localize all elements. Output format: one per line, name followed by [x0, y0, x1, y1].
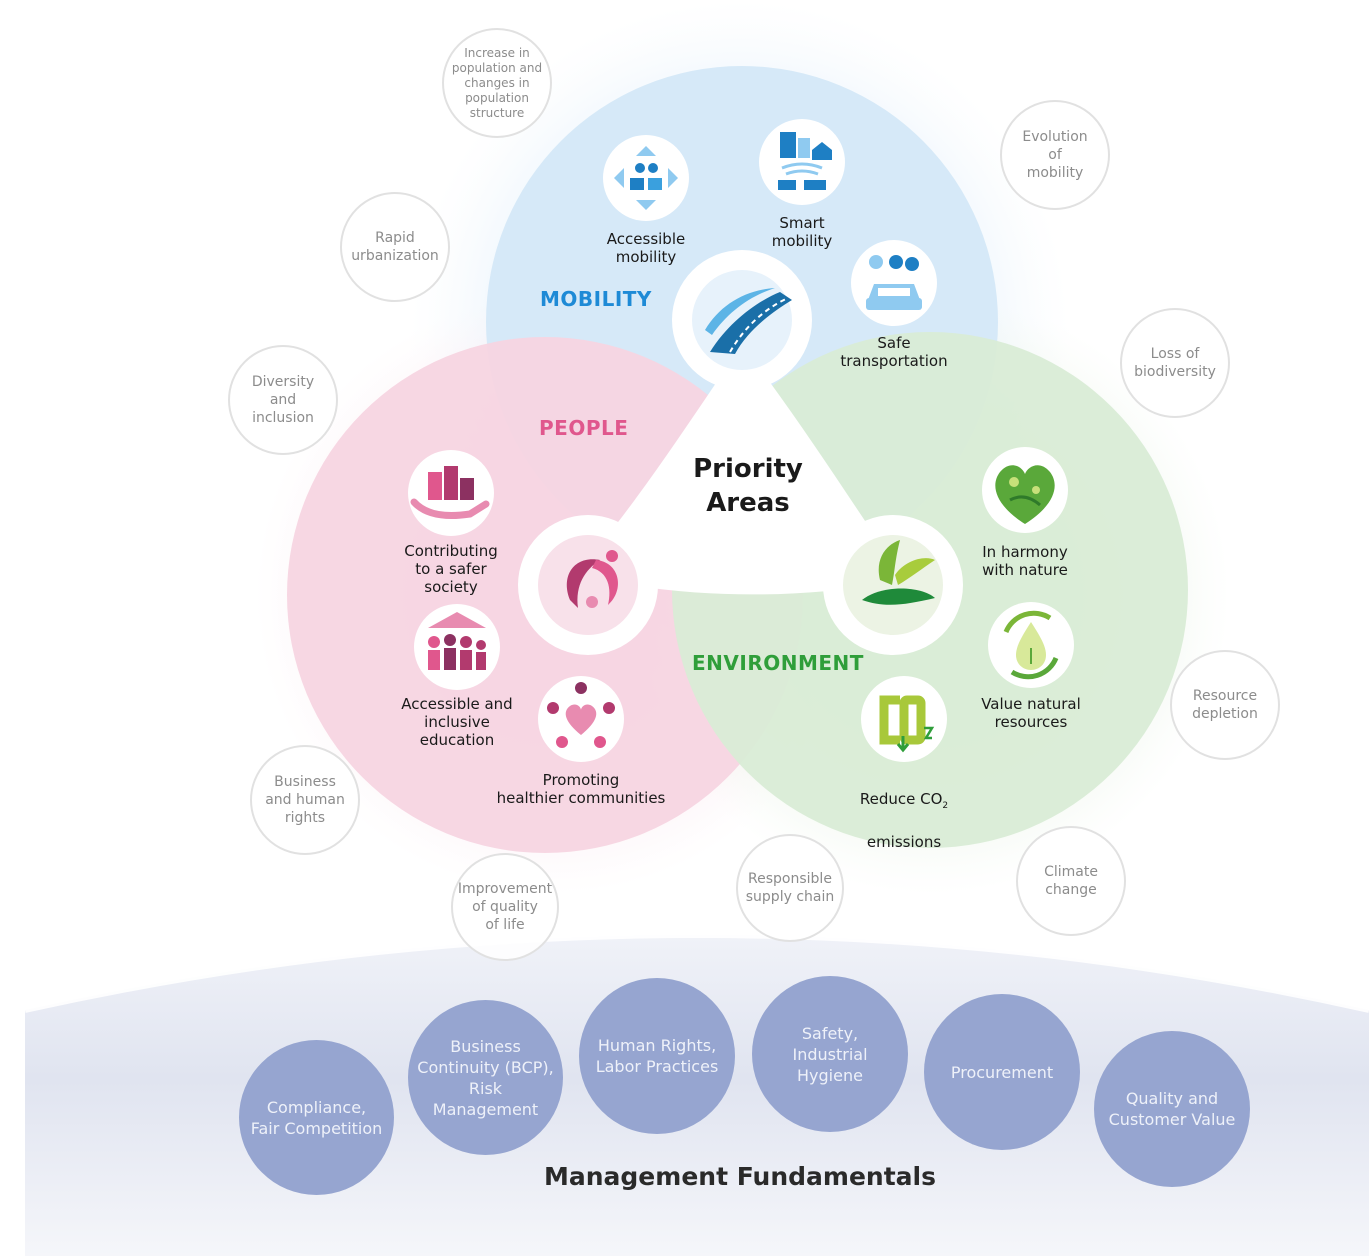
- reduce-co2-label-sub: 2: [942, 801, 949, 811]
- issue-rapid-urbanization-text: Rapid urbanization: [351, 230, 439, 264]
- accessible-mobility-label: Accessible mobility: [606, 230, 686, 266]
- mobility-road-icon: [705, 288, 792, 354]
- fundamental-safety-hygiene-text: Safety, Industrial Hygiene: [792, 1023, 868, 1085]
- fundamental-quality-customer: Quality and Customer Value: [1094, 1031, 1250, 1187]
- natural-resources-art: [988, 602, 1074, 688]
- co2-art: [861, 676, 947, 762]
- issue-loss-of-biodiversity-text: Loss of biodiversity: [1134, 346, 1216, 380]
- environment-sprout-icon: [862, 540, 935, 605]
- fundamental-compliance-text: Compliance, Fair Competition: [250, 1097, 383, 1138]
- issue-responsible-supply-chain-text: Responsible supply chain: [745, 871, 835, 905]
- issue-population-text: Increase in population and changes in po…: [451, 45, 543, 120]
- priority-areas-title: Priority Areas: [693, 454, 803, 518]
- environment-label: ENVIRONMENT: [692, 651, 864, 675]
- reduce-co2-label: Reduce CO2 emissions: [844, 772, 964, 851]
- issue-business-human-rights-text: Business and human rights: [265, 774, 345, 826]
- healthier-communities-art: [538, 676, 624, 762]
- issue-rapid-urbanization: Rapid urbanization: [340, 192, 450, 302]
- issue-loss-of-biodiversity: Loss of biodiversity: [1120, 308, 1230, 418]
- smart-mobility-art: [759, 119, 845, 205]
- issue-climate-change: Climate change: [1016, 826, 1126, 936]
- mobility-label: MOBILITY: [540, 287, 652, 311]
- nature-label: In harmony with nature: [982, 543, 1068, 579]
- issue-population: Increase in population and changes in po…: [442, 28, 552, 138]
- center-triangle: [575, 345, 905, 595]
- safer-society-label: Contributing to a safer society: [404, 542, 498, 596]
- people-hub: [538, 535, 638, 635]
- issue-diversity-inclusion: Diversity and inclusion: [228, 345, 338, 455]
- people-emblem-icon: [566, 550, 619, 608]
- safer-society-art: [408, 450, 494, 536]
- smart-mobility-label: Smart mobility: [771, 214, 833, 250]
- issue-business-human-rights: Business and human rights: [250, 745, 360, 855]
- reduce-co2-label-end: emissions: [866, 833, 942, 851]
- safe-transportation-art: [851, 240, 937, 326]
- fundamental-procurement: Procurement: [924, 994, 1080, 1150]
- management-fundamentals-title: Management Fundamentals: [544, 1162, 936, 1191]
- education-label: Accessible and inclusive education: [401, 695, 513, 749]
- accessible-mobility-art: [603, 135, 689, 221]
- fundamental-compliance: Compliance, Fair Competition: [239, 1040, 394, 1195]
- safe-transportation-label: Safe transportation: [840, 334, 948, 370]
- issue-evolution-of-mobility: Evolution of mobility: [1000, 100, 1110, 210]
- issue-climate-change-text: Climate change: [1044, 864, 1098, 898]
- issue-resource-depletion-text: Resource depletion: [1192, 688, 1258, 722]
- fundamental-human-rights: Human Rights, Labor Practices: [579, 978, 735, 1134]
- natural-resources-label: Value natural resources: [981, 695, 1081, 731]
- fundamentals-arc-edge: [24, 932, 1369, 1013]
- issue-evolution-of-mobility-text: Evolution of mobility: [1022, 129, 1088, 181]
- nature-heart-art: [982, 447, 1068, 533]
- issue-responsible-supply-chain: Responsible supply chain: [736, 834, 844, 942]
- fundamental-bcp-risk: Business Continuity (BCP), Risk Manageme…: [408, 1000, 563, 1155]
- issue-quality-of-life: Improvement of quality of life: [451, 853, 559, 961]
- issue-resource-depletion: Resource depletion: [1170, 650, 1280, 760]
- issue-quality-of-life-text: Improvement of quality of life: [457, 881, 553, 933]
- education-art: [414, 604, 500, 690]
- fundamental-human-rights-text: Human Rights, Labor Practices: [595, 1036, 719, 1076]
- fundamental-quality-customer-text: Quality and Customer Value: [1108, 1089, 1236, 1129]
- fundamental-bcp-risk-text: Business Continuity (BCP), Risk Manageme…: [417, 1036, 554, 1119]
- issue-diversity-inclusion-text: Diversity and inclusion: [251, 374, 315, 426]
- healthier-communities-label: Promoting healthier communities: [496, 771, 666, 807]
- people-label: PEOPLE: [539, 416, 629, 440]
- fundamental-safety-hygiene: Safety, Industrial Hygiene: [752, 976, 908, 1132]
- reduce-co2-label-main: Reduce CO: [859, 790, 943, 808]
- fundamental-procurement-text: Procurement: [950, 1062, 1054, 1082]
